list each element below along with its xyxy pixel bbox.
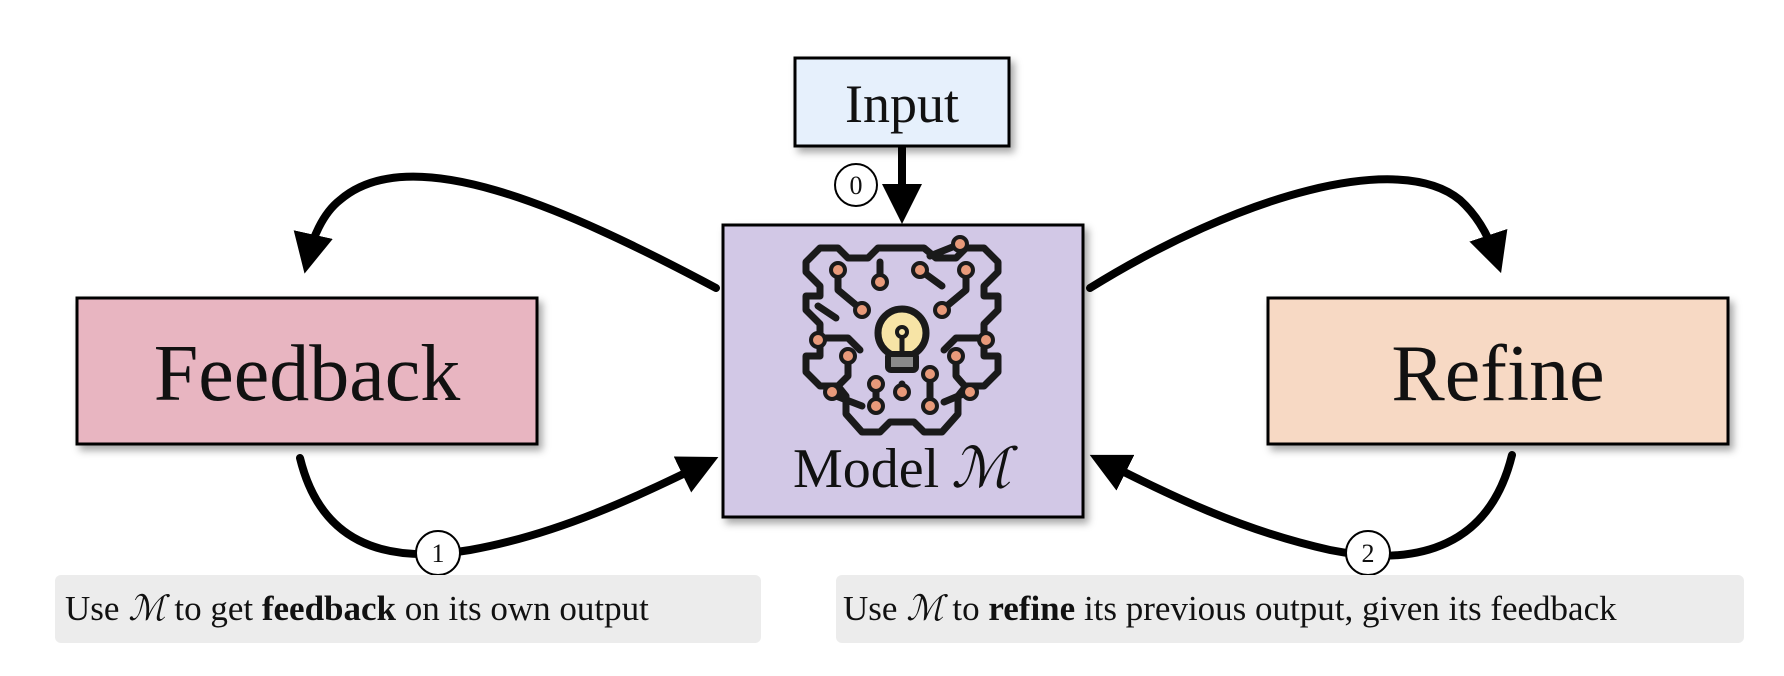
model-symbol: ℳ xyxy=(951,436,1018,501)
arrow-refine-to-model xyxy=(1089,451,1516,560)
caption-feedback-to: to get xyxy=(174,589,254,628)
caption-feedback-symbol: ℳ xyxy=(128,589,166,629)
caption-refine-symbol: ℳ xyxy=(906,589,944,629)
input-node: Input xyxy=(793,56,1011,148)
caption-feedback-prefix: Use xyxy=(65,589,120,628)
arrow-model-to-refine xyxy=(1086,175,1508,292)
caption-refine-to: to xyxy=(952,589,980,628)
arrow-feedback-to-model xyxy=(296,454,719,559)
caption-refine: Use ℳ to refine its previous output, giv… xyxy=(836,575,1744,643)
svg-text:0: 0 xyxy=(850,171,863,200)
caption-feedback-rest: on its own output xyxy=(404,589,649,628)
lightbulb-icon xyxy=(874,305,930,373)
circuit-nodes xyxy=(809,235,995,415)
caption-refine-bold: refine xyxy=(988,589,1076,628)
caption-feedback: Use ℳ to get feedback on its own output xyxy=(55,575,761,643)
refine-node: Refine xyxy=(1266,296,1730,446)
caption-refine-prefix: Use xyxy=(843,589,898,628)
arrows xyxy=(293,144,1516,560)
step-marker-0: 0 xyxy=(834,163,878,207)
caption-refine-rest: its previous output, given its feedback xyxy=(1083,589,1617,628)
step-marker-2: 2 xyxy=(1345,530,1391,576)
feedback-node: Feedback xyxy=(75,296,539,446)
svg-text:1: 1 xyxy=(432,539,445,568)
feedback-label: Feedback xyxy=(154,330,461,418)
svg-text:2: 2 xyxy=(1362,539,1375,568)
input-label: Input xyxy=(845,74,959,134)
step-marker-1: 1 xyxy=(415,530,461,576)
refine-label: Refine xyxy=(1391,330,1604,418)
caption-feedback-bold: feedback xyxy=(261,589,397,628)
arrow-model-to-feedback xyxy=(293,172,720,292)
